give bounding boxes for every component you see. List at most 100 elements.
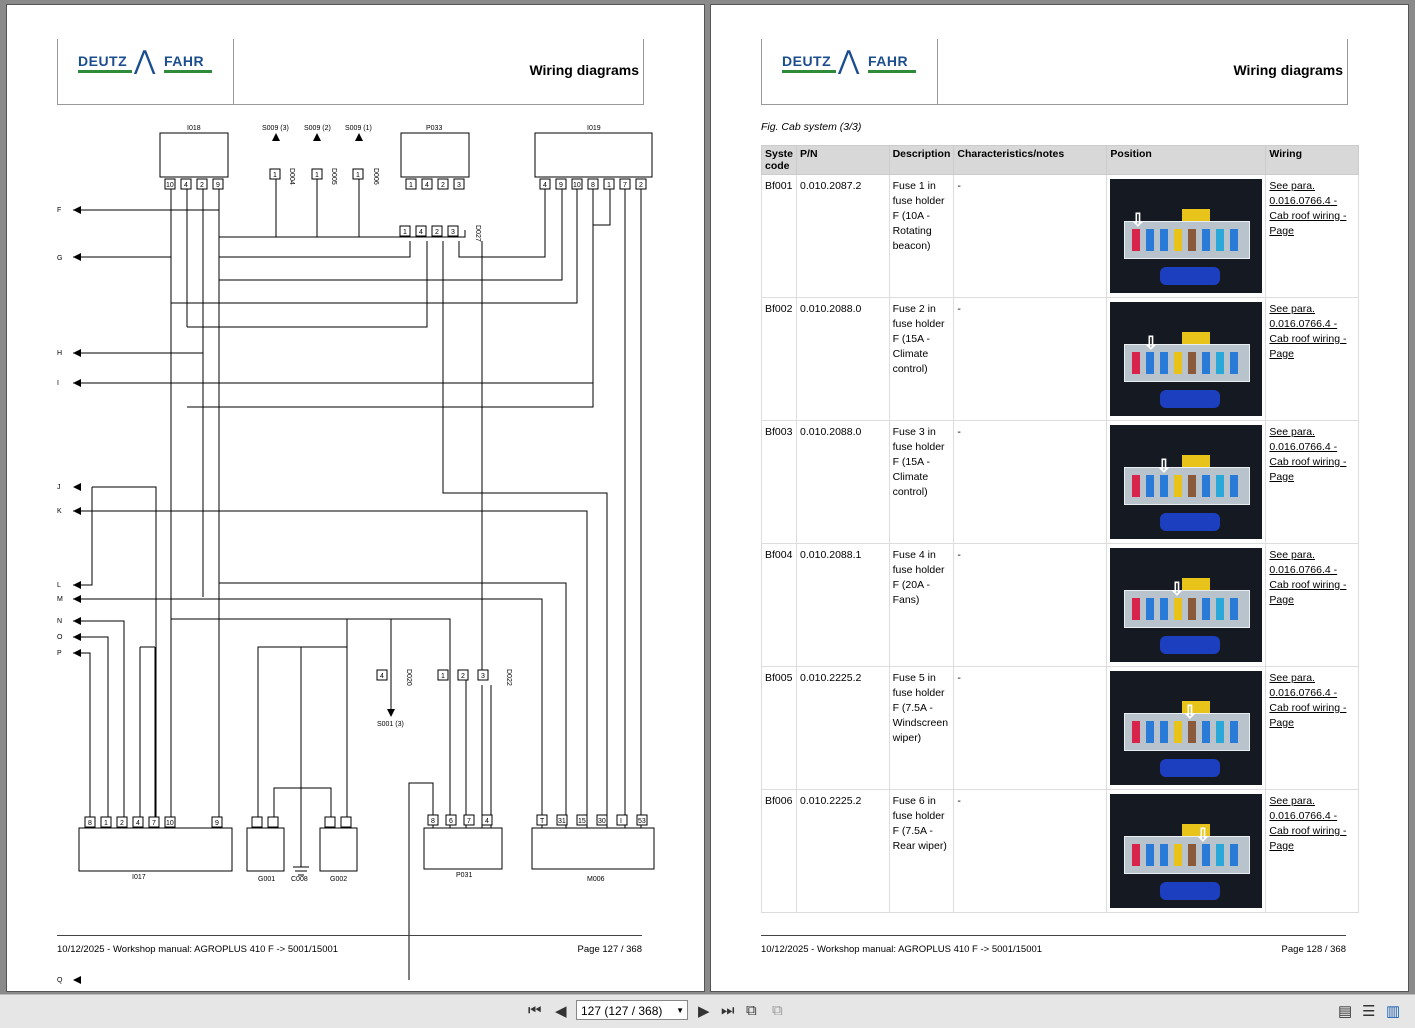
cell-notes: - — [953, 666, 1108, 790]
cell-position: ⇩ — [1106, 666, 1267, 790]
first-page-button[interactable]: ⏮ — [528, 1002, 542, 1019]
pin-box — [211, 816, 223, 828]
pin-number: 53 — [638, 818, 646, 825]
pin-number: 2 — [441, 182, 445, 189]
cell-wiring: See para. 0.016.0766.4 - Cab roof wiring… — [1265, 666, 1359, 790]
label-D027: D027 — [474, 225, 481, 242]
go-forward-icon[interactable]: ⧉ — [772, 1002, 783, 1019]
wire-label-L: L — [57, 582, 61, 589]
pin-box — [84, 816, 96, 828]
wiring-link[interactable]: See para. 0.016.0766.4 - Cab roof wiring… — [1269, 303, 1347, 360]
viewer-toolbar: ⏮ ◀ 127 (127 / 368) ▼ ▶ ⏭ ⧉ ⧉ ▤ ☰ ▥ — [0, 994, 1415, 1028]
col-header-position: Position — [1106, 145, 1267, 175]
pin-box — [587, 178, 599, 190]
wire-label-J: J — [57, 484, 61, 491]
pin-box — [463, 814, 475, 826]
pin-box — [421, 178, 433, 190]
cell-wiring: See para. 0.016.0766.4 - Cab roof wiring… — [1265, 420, 1359, 544]
prev-page-button[interactable]: ◀ — [555, 1003, 567, 1020]
label-C008: C008 — [291, 876, 308, 883]
col-header-wiring: Wiring — [1265, 145, 1359, 175]
pin-number: 2 — [120, 820, 124, 827]
chevron-down-icon: ▼ — [676, 1006, 684, 1015]
pin-box — [100, 816, 112, 828]
label-G001: G001 — [258, 876, 275, 883]
pin-box — [477, 669, 489, 681]
component-I018 — [159, 132, 229, 178]
pin-box — [437, 178, 449, 190]
wiring-link[interactable]: See para. 0.016.0766.4 - Cab roof wiring… — [1269, 180, 1347, 237]
wiring-link[interactable]: See para. 0.016.0766.4 - Cab roof wiring… — [1269, 795, 1347, 852]
pin-number: 10 — [166, 820, 174, 827]
cell-pn: 0.010.2087.2 — [796, 174, 890, 298]
col-header-code: Syste code — [760, 145, 798, 175]
pin-number: 31 — [558, 818, 566, 825]
wire-label-I: I — [57, 380, 59, 387]
label-D005: D005 — [330, 168, 337, 185]
single-page-view-icon[interactable]: ▤ — [1338, 1003, 1353, 1020]
cell-notes: - — [953, 297, 1108, 421]
arrow-down-icon: ⇩ — [1195, 825, 1211, 845]
arrow-down-icon: ⇩ — [1143, 333, 1159, 353]
pin-number: 1 — [403, 229, 407, 236]
label-S009-3: S009 (3) — [262, 125, 289, 132]
page-header: DEUTZ ⋀ FAHR Wiring diagrams — [761, 39, 1348, 105]
cell-position: ⇩ — [1106, 297, 1267, 421]
pin-box — [352, 168, 364, 180]
footer-page: Page 128 / 368 — [1281, 944, 1346, 955]
pin-number: 4 — [425, 182, 429, 189]
two-page-view-icon[interactable]: ▥ — [1386, 1003, 1401, 1020]
pin-number: 7 — [152, 820, 156, 827]
pin-box — [576, 814, 588, 826]
wire-label-M: M — [57, 596, 63, 603]
pin-number: 3 — [481, 673, 485, 680]
footer-rule — [57, 935, 642, 936]
cell-notes: - — [953, 789, 1108, 913]
component-G001 — [246, 827, 285, 872]
label-M006: M006 — [587, 876, 605, 883]
go-back-icon[interactable]: ⧉ — [746, 1002, 757, 1019]
cell-description: Fuse 2 in fuse holder F (15A - Climate c… — [888, 297, 955, 421]
wiring-link[interactable]: See para. 0.016.0766.4 - Cab roof wiring… — [1269, 549, 1347, 606]
continuous-view-icon[interactable]: ☰ — [1362, 1003, 1376, 1020]
footer-rule — [761, 935, 1346, 936]
cell-description: Fuse 4 in fuse holder F (20A - Fans) — [888, 543, 955, 667]
component-P033 — [400, 132, 470, 178]
next-page-button[interactable]: ▶ — [698, 1003, 710, 1020]
wiring-link[interactable]: See para. 0.016.0766.4 - Cab roof wiring… — [1269, 426, 1347, 483]
pin-box — [269, 168, 281, 180]
fuse-table: Syste code P/N Description Characteristi… — [760, 145, 1359, 913]
pin-box — [399, 225, 411, 237]
pin-number: 1 — [104, 820, 108, 827]
pin-number: 2 — [200, 182, 204, 189]
logo-fahr: FAHR — [868, 53, 909, 69]
pin-number: 3 — [457, 182, 461, 189]
page-number-field[interactable]: 127 (127 / 368) ▼ — [576, 1000, 688, 1020]
wire-label-N: N — [57, 618, 62, 625]
label-S009-1: S009 (1) — [345, 125, 372, 132]
pin-number: 1 — [441, 673, 445, 680]
pin-number: 4 — [419, 229, 423, 236]
wiring-link[interactable]: See para. 0.016.0766.4 - Cab roof wiring… — [1269, 672, 1347, 729]
cell-description: Fuse 1 in fuse holder F (10A - Rotating … — [888, 174, 955, 298]
pin-number: 15 — [578, 818, 586, 825]
fuse-box-photo: ⇩ — [1110, 425, 1263, 539]
last-page-button[interactable]: ⏭ — [721, 1002, 735, 1019]
page-title: Wiring diagrams — [1233, 62, 1343, 78]
pin-box — [324, 816, 336, 828]
pin-box — [311, 168, 323, 180]
label-P033: P033 — [426, 125, 442, 132]
label-S001: S001 (3) — [377, 721, 404, 728]
cell-wiring: See para. 0.016.0766.4 - Cab roof wiring… — [1265, 543, 1359, 667]
page-title: Wiring diagrams — [529, 62, 639, 78]
cell-position: ⇩ — [1106, 543, 1267, 667]
pin-number: 4 — [543, 182, 547, 189]
component-P031 — [423, 827, 503, 870]
pin-box — [180, 178, 192, 190]
brand-logo: DEUTZ ⋀ FAHR — [58, 39, 234, 104]
pin-box — [405, 178, 417, 190]
logo-deutz: DEUTZ — [78, 53, 128, 69]
